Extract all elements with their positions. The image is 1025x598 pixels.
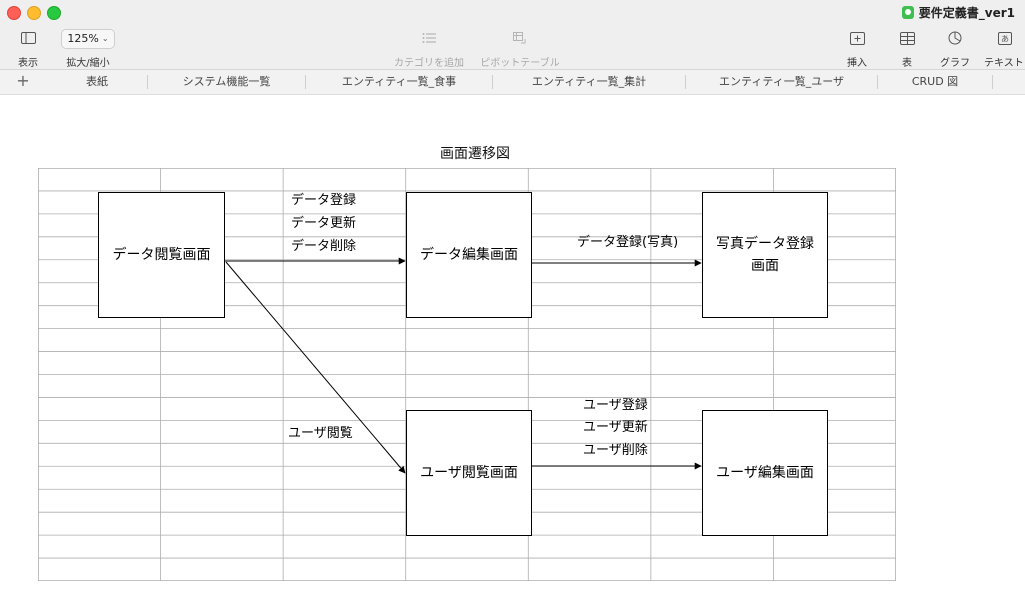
screen-label: データ閲覧画面 [112, 247, 211, 263]
toolbar: 要件定義書_ver1 表示 125% ⌄ 拡大/縮小 カテゴリを追加 ピボットテ… [0, 0, 1025, 70]
edge-label-user-view: ユーザ閲覧 [288, 426, 353, 441]
zoom-control[interactable]: 125% ⌄ 拡大/縮小 [58, 26, 118, 69]
insert-button[interactable]: 挿入 [843, 26, 871, 69]
numbers-document-icon [901, 5, 914, 19]
text-button[interactable]: あ テキスト [984, 26, 1025, 69]
screen-label: データ編集画面 [420, 247, 518, 263]
screen-photo-register[interactable]: 写真データ登録画面 [702, 192, 828, 318]
tab-separator [992, 75, 993, 89]
edge-label-user-register: ユーザ登録 [583, 398, 648, 413]
tab-separator [877, 75, 878, 89]
tab-system-functions[interactable]: システム機能一覧 [182, 75, 271, 88]
edge-label-photo-register: データ登録(写真) [577, 235, 679, 250]
window-title: 要件定義書_ver1 [901, 4, 1015, 20]
screen-label: 写真データ登録画面 [716, 236, 814, 274]
sheet-tab-bar: + 表紙 システム機能一覧 エンティティ一覧_食事 エンティティ一覧_集計 エン… [0, 70, 1025, 95]
list-icon [422, 26, 436, 50]
screen-data-view[interactable]: データ閲覧画面 [98, 192, 225, 318]
add-category-label: カテゴリを追加 [394, 58, 464, 69]
zoom-value: 125% [67, 32, 99, 45]
pivot-table-icon [513, 26, 527, 50]
chevron-down-icon: ⌄ [101, 34, 109, 43]
tab-entity-summary[interactable]: エンティティ一覧_集計 [531, 75, 647, 88]
chart-label: グラフ [940, 58, 970, 69]
tab-crud-diagram[interactable]: CRUD 図 [911, 75, 959, 88]
pie-chart-icon [948, 26, 962, 50]
table-button[interactable]: 表 [893, 26, 921, 69]
tab-cover[interactable]: 表紙 [86, 75, 108, 88]
tab-separator [147, 75, 148, 89]
text-label: テキスト [984, 58, 1024, 69]
view-label: 表示 [18, 58, 38, 69]
add-sheet-button[interactable]: + [16, 71, 30, 90]
tab-separator [305, 75, 306, 89]
sheet-title: 画面遷移図 [440, 146, 510, 162]
screen-user-edit[interactable]: ユーザ編集画面 [702, 410, 828, 536]
close-window-button[interactable] [7, 6, 21, 20]
edge-label-data-delete: データ削除 [291, 239, 357, 254]
zoom-select[interactable]: 125% ⌄ [61, 28, 115, 49]
edge-label-data-register: データ登録 [291, 193, 357, 208]
minimize-window-button[interactable] [27, 6, 41, 20]
edge-label-user-update: ユーザ更新 [583, 420, 648, 435]
tab-separator [685, 75, 686, 89]
text-box-icon: あ [984, 26, 1012, 50]
screen-label: ユーザ編集画面 [716, 465, 814, 481]
svg-text:あ: あ [1001, 34, 1009, 43]
chart-button[interactable]: グラフ [938, 26, 972, 69]
sidebar-icon [20, 26, 36, 50]
screen-data-edit[interactable]: データ編集画面 [406, 192, 532, 318]
pivot-table-button[interactable]: ピボットテーブル [478, 26, 562, 69]
sheet-canvas[interactable]: 画面遷移図 データ閲覧画面 データ編集画面 写真データ登録画面 ユーザ閲覧画面 … [0, 95, 1025, 598]
tab-separator [492, 75, 493, 89]
window-title-text: 要件定義書_ver1 [918, 5, 1015, 20]
tab-entity-user[interactable]: エンティティ一覧_ユーザ [719, 75, 844, 88]
tab-entity-meal[interactable]: エンティティ一覧_食事 [341, 75, 457, 88]
table-label: 表 [902, 58, 912, 69]
screen-user-view[interactable]: ユーザ閲覧画面 [406, 410, 532, 536]
insert-label: 挿入 [847, 58, 867, 69]
edge-label-user-delete: ユーザ削除 [583, 443, 648, 458]
screen-label: ユーザ閲覧画面 [420, 465, 518, 481]
fullscreen-window-button[interactable] [47, 6, 61, 20]
pivot-table-label: ピボットテーブル [480, 58, 560, 69]
view-button[interactable]: 表示 [14, 26, 42, 69]
zoom-label: 拡大/縮小 [66, 58, 110, 69]
add-category-button[interactable]: カテゴリを追加 [392, 26, 466, 69]
insert-icon [849, 26, 865, 50]
table-icon [899, 26, 915, 50]
edge-label-data-update: データ更新 [291, 216, 357, 231]
